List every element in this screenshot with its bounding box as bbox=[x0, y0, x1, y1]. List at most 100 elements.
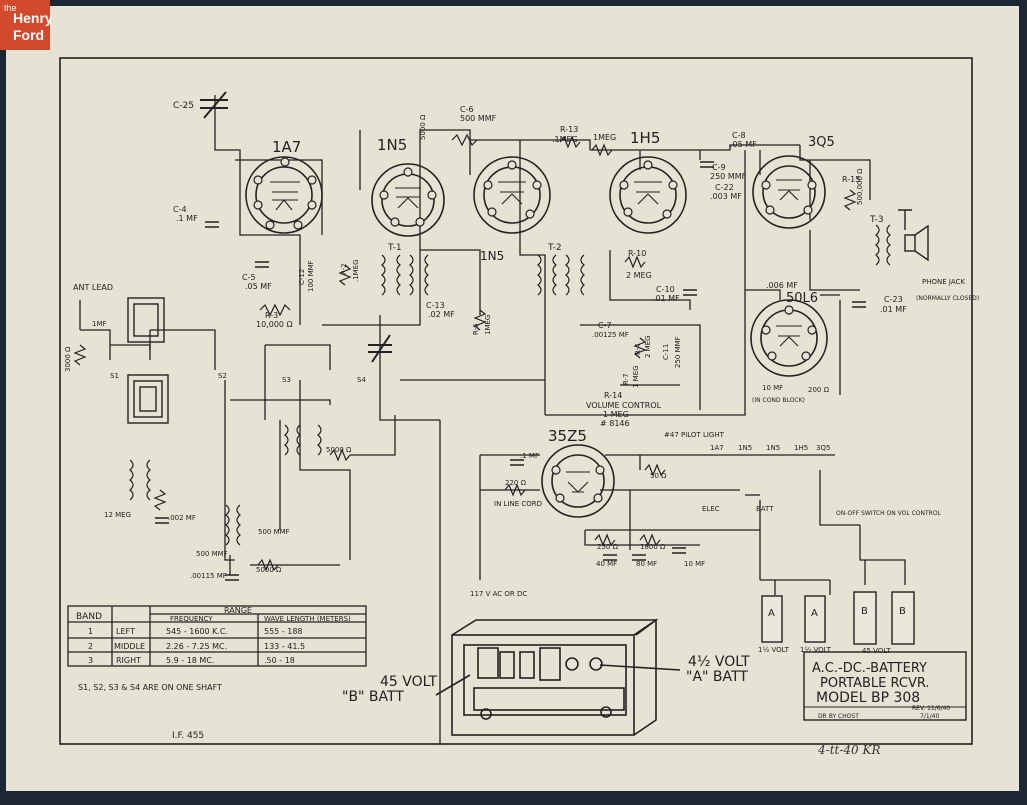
label-ac-in: 117 V AC OR DC bbox=[470, 590, 527, 598]
label-s3: S3 bbox=[282, 376, 291, 384]
tube-label-1n5-b: 1N5 bbox=[480, 249, 504, 263]
table-header-range: RANGE bbox=[224, 606, 252, 615]
label-c6-val: 500 MMF bbox=[460, 114, 497, 123]
label-elec: ELEC bbox=[702, 505, 720, 513]
label-r2-val: .1MEG bbox=[352, 259, 360, 282]
battery-a-1-letter: A bbox=[768, 608, 775, 619]
label-ant-lead: ANT LEAD bbox=[73, 283, 113, 292]
title-line2: PORTABLE RCVR. bbox=[820, 676, 930, 691]
tube-label-1n5-a: 1N5 bbox=[377, 136, 407, 154]
label-batt: BATT bbox=[756, 505, 774, 513]
label-r4: R-4 bbox=[634, 343, 642, 355]
label-r10-val: 2 MEG bbox=[626, 271, 652, 280]
label-r15-val: 500,000 Ω bbox=[856, 168, 864, 205]
label-r14: R-14 bbox=[604, 391, 622, 400]
label-c8-val: .05 MF bbox=[730, 140, 757, 149]
label-one-mf: 1MF bbox=[92, 320, 107, 328]
table-row-1-freq: 545 - 1600 K.C. bbox=[166, 627, 228, 636]
label-r10: R-10 bbox=[628, 249, 646, 258]
label-volume-control-part: # 8146 bbox=[600, 419, 630, 428]
label-c6: C-6 bbox=[460, 105, 474, 114]
label-c12: C-12 bbox=[298, 269, 306, 285]
label-s2: S2 bbox=[218, 372, 227, 380]
label-t3: T-3 bbox=[869, 215, 884, 225]
table-row-3-wave: .50 - 18 bbox=[264, 656, 295, 665]
table-row-1-wave: 555 - 188 bbox=[264, 627, 303, 636]
battery-b-1-letter: B bbox=[861, 606, 868, 617]
label-fivethousand-c: 5000 Ω bbox=[419, 114, 427, 140]
table-row-3-name: RIGHT bbox=[116, 656, 141, 665]
title-line1: A.C.-DC.-BATTERY bbox=[812, 661, 927, 676]
heater-chain-1: 1A7 bbox=[710, 444, 724, 452]
table-row-2-wave: 133 - 41.5 bbox=[264, 642, 305, 651]
label-cap-10mf: 10 MF bbox=[762, 384, 783, 392]
chassis-a-batt-line2: "A" BATT bbox=[686, 669, 748, 685]
battery-a-2-letter: A bbox=[811, 608, 818, 619]
chassis-b-batt-line1: 45 VOLT bbox=[380, 674, 437, 690]
heater-chain-5: 3Q5 bbox=[816, 444, 830, 452]
tube-label-3q5: 3Q5 bbox=[808, 135, 835, 150]
tube-label-50l6: 50L6 bbox=[786, 291, 818, 306]
label-c12-val: 100 MMF bbox=[307, 260, 315, 292]
label-two-fifty: 250 Ω bbox=[597, 543, 619, 551]
label-c4-val: .1 MF bbox=[176, 214, 198, 223]
label-r2: R-2 bbox=[340, 263, 348, 275]
label-c7-val: .00125 MF bbox=[592, 331, 629, 339]
table-row-1-name: LEFT bbox=[116, 627, 135, 636]
label-c7: C-7 bbox=[598, 321, 612, 330]
label-r3-val: 10,000 Ω bbox=[256, 320, 293, 329]
label-a-volt-1: 1½ VOLT bbox=[758, 646, 790, 654]
battery-b-2-letter: B bbox=[899, 606, 906, 617]
label-c5-val: .05 MF bbox=[245, 282, 272, 291]
label-c23: C-23 bbox=[884, 295, 903, 304]
label-point-002: .002 MF bbox=[168, 514, 196, 522]
label-fifty-ohm: 50 Ω bbox=[650, 472, 667, 480]
note-if: I.F. 455 bbox=[172, 731, 204, 741]
label-c13-val: .02 MF bbox=[428, 310, 455, 319]
label-s1: S1 bbox=[110, 372, 119, 380]
label-twelve-meg: 12 MEG bbox=[104, 511, 131, 519]
note-shaft: S1, S2, S3 & S4 ARE ON ONE SHAFT bbox=[78, 683, 222, 692]
label-point-00115: .00115 MF bbox=[190, 572, 227, 580]
label-c22-val: .003 MF bbox=[710, 192, 742, 201]
label-b-volt: 45 VOLT bbox=[862, 647, 891, 655]
henry-ford-logo: the Henry Ford bbox=[0, 0, 53, 50]
label-ten-mf-b: 10 MF bbox=[684, 560, 705, 568]
label-forty-mf: 40 MF bbox=[596, 560, 617, 568]
table-row-1-n: 1 bbox=[88, 627, 93, 636]
table-row-2-n: 2 bbox=[88, 642, 93, 651]
label-c5: C-5 bbox=[242, 273, 256, 282]
logo-the: the bbox=[4, 3, 17, 13]
label-one-meg: 1MEG bbox=[593, 133, 616, 142]
label-t1: T-1 bbox=[387, 243, 402, 253]
table-header-frequency: FREQUENCY bbox=[170, 615, 213, 623]
chassis-a-batt-line1: 4½ VOLT bbox=[688, 654, 750, 670]
chassis-b-batt-line2: "B" BATT bbox=[342, 689, 404, 705]
title-block bbox=[803, 651, 967, 721]
label-c10: C-10 bbox=[656, 285, 675, 294]
label-eighty-mf: 80 MF bbox=[636, 560, 657, 568]
drawing-border bbox=[59, 57, 973, 745]
label-c10-val: .01 MF bbox=[653, 294, 680, 303]
label-volume-control-val: 1 MEG bbox=[603, 410, 629, 419]
label-a-volt-2: 1½ VOLT bbox=[800, 646, 832, 654]
label-r6: R-6 bbox=[472, 323, 480, 335]
paper bbox=[6, 6, 1019, 791]
label-r15: R-15 bbox=[842, 175, 860, 184]
label-c11: C-11 bbox=[662, 344, 670, 360]
label-c-006: .006 MF bbox=[766, 281, 798, 290]
table-row-2-freq: 2.26 - 7.25 MC. bbox=[166, 642, 227, 651]
label-normally-closed: (NORMALLY CLOSED) bbox=[916, 295, 979, 302]
label-in-cond-block: (IN COND BLOCK) bbox=[752, 397, 805, 404]
label-volume-control: VOLUME CONTROL bbox=[586, 401, 662, 410]
label-s4: S4 bbox=[357, 376, 366, 384]
title-rev: REV. 11/6/40 bbox=[912, 705, 950, 712]
tube-label-35z5: 35Z5 bbox=[548, 427, 587, 445]
label-c22: C-22 bbox=[715, 183, 734, 192]
title-line3: MODEL BP 308 bbox=[816, 690, 920, 706]
label-t2: T-2 bbox=[547, 243, 562, 253]
label-r7-val: 1 MEG bbox=[632, 365, 640, 388]
label-c9: C-9 bbox=[712, 163, 726, 172]
